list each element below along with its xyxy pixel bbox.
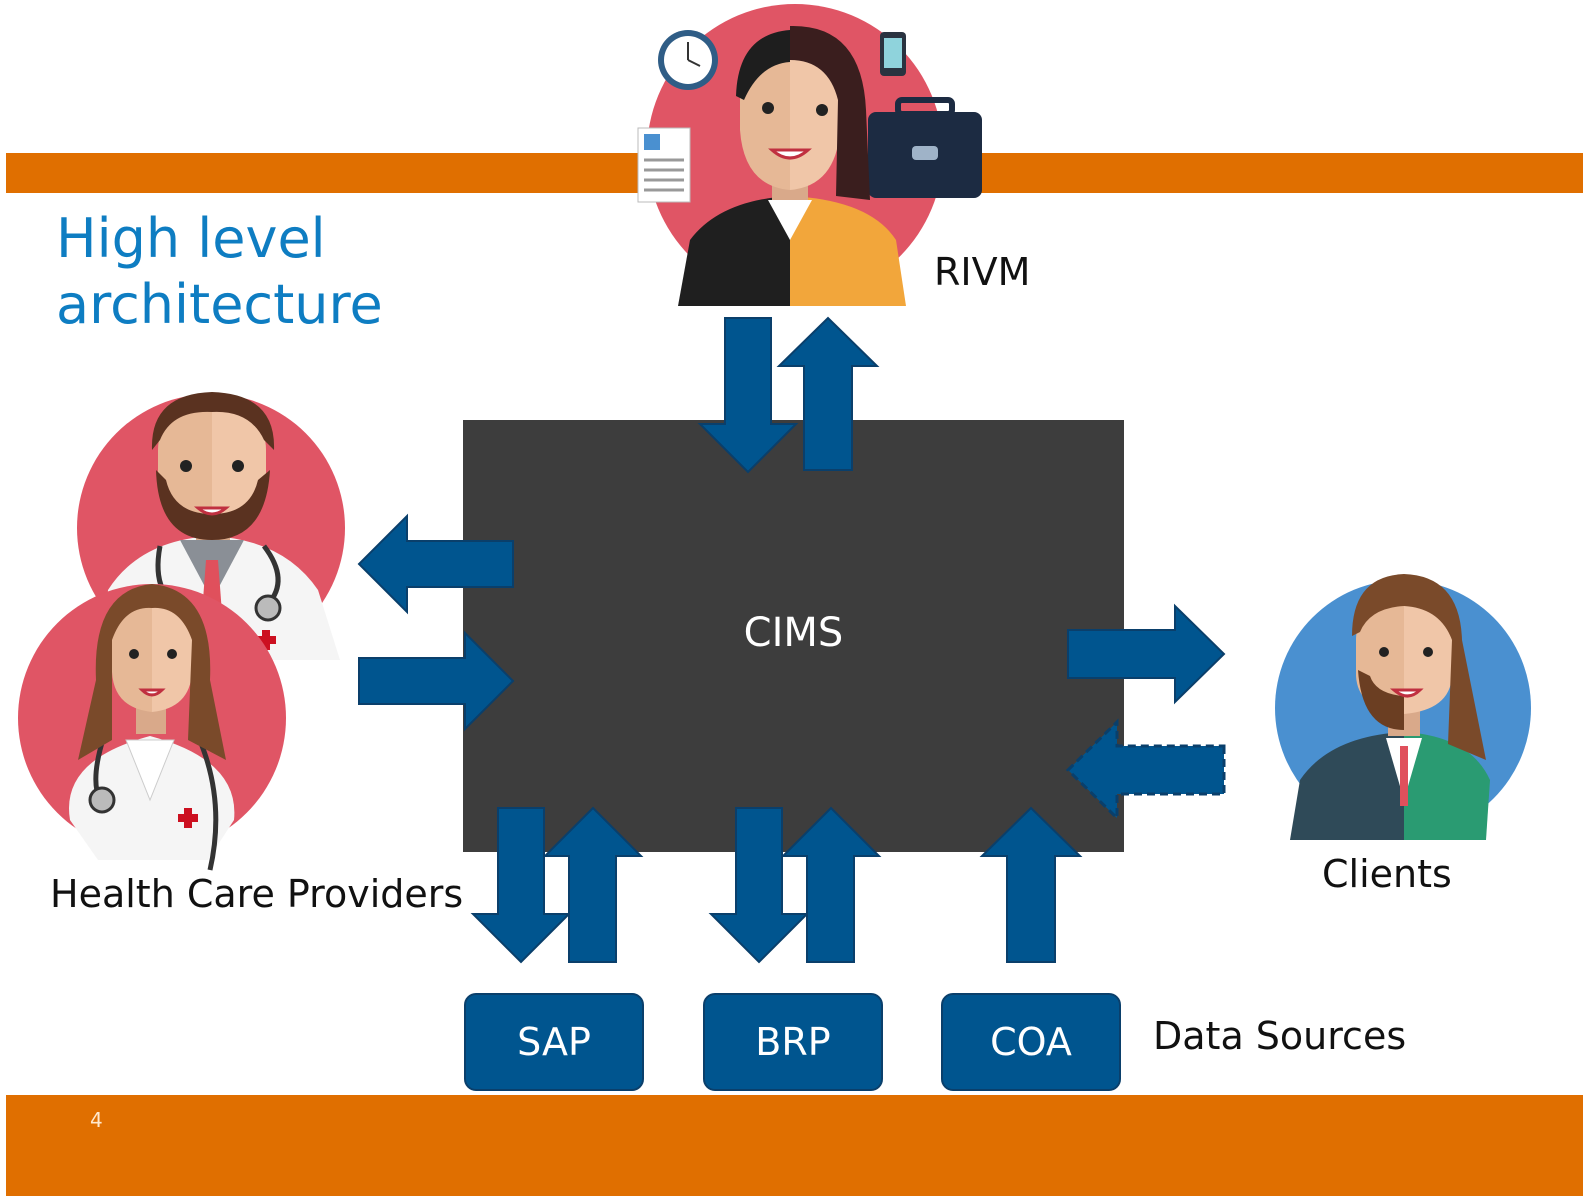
clients-label: Clients xyxy=(1322,852,1452,896)
doctors-icon xyxy=(18,392,345,871)
health-care-providers-label: Health Care Providers xyxy=(50,872,464,916)
page-number: 4 xyxy=(90,1108,103,1132)
data-source-brp: BRP xyxy=(703,993,883,1091)
footer-band xyxy=(6,1095,1583,1196)
slide-title: High level architecture xyxy=(56,206,383,338)
data-source-coa: COA xyxy=(941,993,1121,1091)
arrow-sap-to-cims xyxy=(542,806,644,963)
arrow-coa-to-cims xyxy=(979,806,1083,963)
arrow-cims-to-providers xyxy=(357,513,514,615)
rivm-label: RIVM xyxy=(934,250,1031,294)
arrow-providers-to-cims xyxy=(358,630,515,732)
slide-title-line-2: architecture xyxy=(56,273,383,336)
arrow-rivm-to-cims xyxy=(697,317,799,474)
arrow-cims-to-clients xyxy=(1067,603,1226,705)
arrow-cims-to-sap xyxy=(470,807,572,964)
arrow-clients-to-cims-dashed xyxy=(1065,718,1226,822)
client-person-icon xyxy=(1275,574,1531,840)
slide-title-line-1: High level xyxy=(56,207,326,270)
data-sources-label: Data Sources xyxy=(1153,1014,1407,1058)
data-source-sap: SAP xyxy=(464,993,644,1091)
business-person-icon xyxy=(637,4,982,306)
cims-system-box xyxy=(463,420,1124,852)
cims-label: CIMS xyxy=(743,610,844,656)
arrow-brp-to-cims xyxy=(780,806,882,963)
arrow-cims-to-rivm xyxy=(776,316,880,471)
arrow-cims-to-brp xyxy=(708,807,810,964)
